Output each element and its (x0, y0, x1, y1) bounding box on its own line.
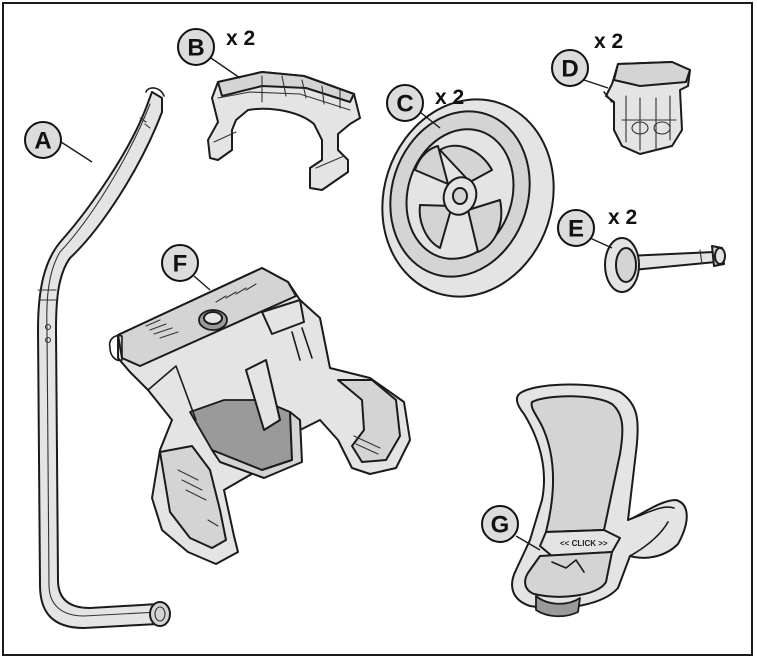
part-c-wheel (381, 98, 555, 298)
callout-d-quantity: x 2 (594, 30, 623, 53)
callout-e-quantity: x 2 (608, 206, 637, 229)
part-a-handle-tube (37, 87, 171, 629)
callout-d-circle (551, 49, 589, 87)
callout-d-label: D (561, 56, 578, 83)
callout-c: C x 2 (386, 84, 464, 129)
callout-b: B x 2 (177, 27, 255, 79)
callout-f-label: F (173, 251, 188, 278)
click-marking: << CLICK >> (560, 539, 608, 548)
callout-c-circle (386, 84, 424, 122)
callout-b-quantity: x 2 (226, 27, 255, 50)
callout-e: E x 2 (557, 206, 637, 249)
callout-g: G (481, 505, 541, 551)
part-d-small-clip (603, 61, 691, 155)
part-e-axle-pin (604, 237, 726, 293)
callout-d: D x 2 (551, 30, 623, 89)
callout-e-circle (557, 209, 595, 247)
callout-a-circle (24, 121, 62, 159)
callout-c-label: C (396, 91, 413, 118)
callout-b-label: B (187, 35, 204, 62)
callout-g-circle (481, 505, 519, 543)
part-f-main-housing (108, 267, 411, 565)
callout-e-label: E (568, 216, 584, 243)
callout-a-label: A (34, 128, 51, 155)
callout-g-label: G (491, 512, 510, 539)
callout-c-quantity: x 2 (435, 86, 464, 109)
callout-f: F (161, 244, 211, 291)
part-g-handle-grip: << CLICK >> (511, 383, 688, 618)
callout-a: A (24, 121, 93, 163)
part-b-clip (207, 71, 361, 191)
callout-f-circle (161, 244, 199, 282)
callout-b-circle (177, 28, 215, 66)
